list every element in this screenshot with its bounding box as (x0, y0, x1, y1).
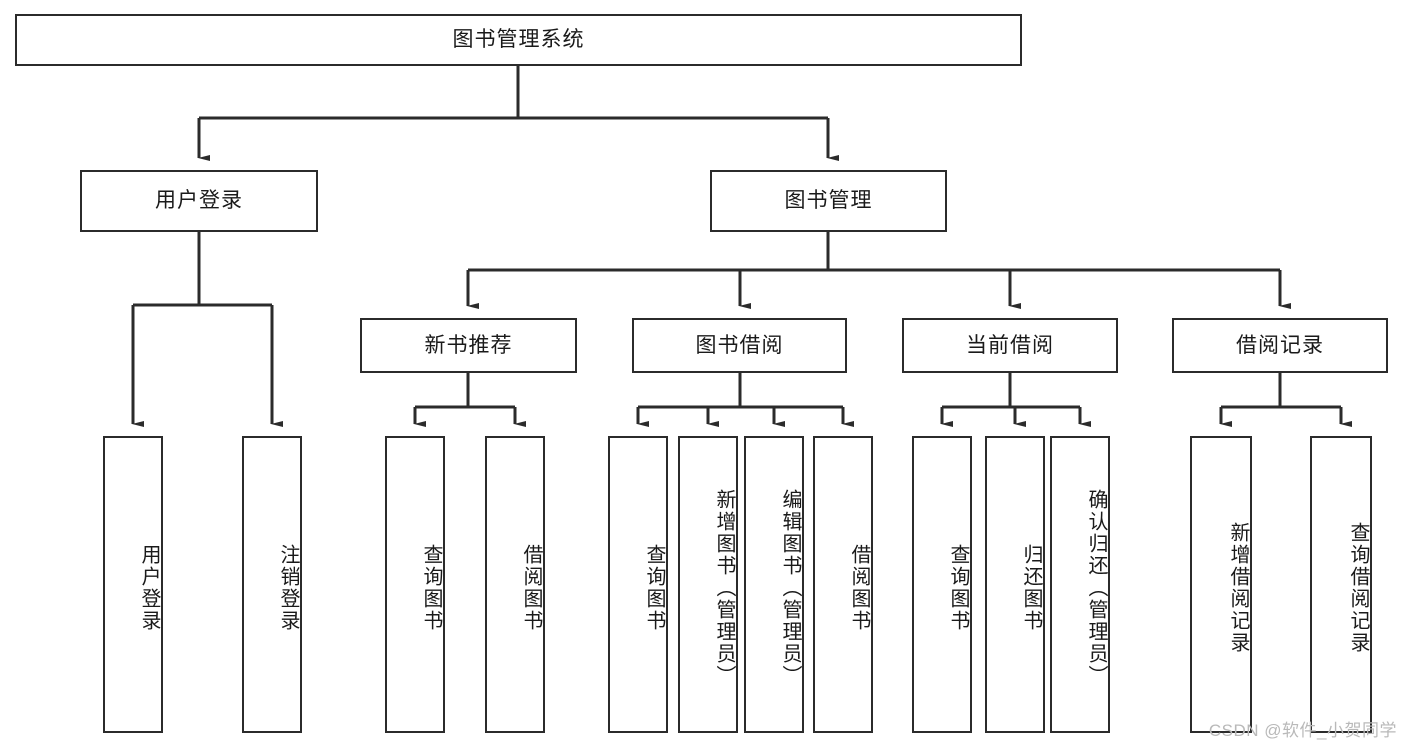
node-leaf-edit-book-label: 编辑图书（管理员） (779, 488, 801, 687)
node-leaf-return-book[interactable]: 归还图书 (985, 436, 1045, 733)
node-book-manage-label: 图书管理 (784, 189, 873, 213)
node-new-book-rec[interactable]: 新书推荐 (360, 318, 577, 373)
node-borrow-record-label: 借阅记录 (1236, 333, 1324, 357)
node-current-borrow-label: 当前借阅 (966, 333, 1054, 357)
node-leaf-query-record[interactable]: 查询借阅记录 (1310, 436, 1372, 733)
csdn-watermark: CSDN @软件_小贺同学 (1208, 721, 1397, 740)
node-leaf-query-book-2-label: 查询图书 (643, 543, 665, 632)
node-leaf-query-book-1[interactable]: 查询图书 (385, 436, 445, 733)
node-root[interactable]: 图书管理系统 (15, 14, 1022, 66)
node-leaf-user-login[interactable]: 用户登录 (103, 436, 163, 733)
node-leaf-query-book-2[interactable]: 查询图书 (608, 436, 668, 733)
node-leaf-user-logout-label: 注销登录 (277, 543, 299, 632)
node-leaf-borrow-book-2-label: 借阅图书 (848, 543, 870, 632)
node-current-borrow[interactable]: 当前借阅 (902, 318, 1118, 373)
node-leaf-confirm-return[interactable]: 确认归还（管理员） (1050, 436, 1110, 733)
node-leaf-add-book-label: 新增图书（管理员） (713, 488, 735, 687)
node-leaf-borrow-book-1[interactable]: 借阅图书 (485, 436, 545, 733)
node-leaf-query-book-3-label: 查询图书 (947, 543, 969, 632)
node-leaf-return-book-label: 归还图书 (1020, 543, 1042, 632)
node-root-label: 图书管理系统 (452, 28, 585, 52)
node-leaf-user-login-label: 用户登录 (138, 543, 160, 632)
node-leaf-edit-book[interactable]: 编辑图书（管理员） (744, 436, 804, 733)
node-book-borrow-label: 图书借阅 (695, 333, 784, 357)
node-leaf-query-book-1-label: 查询图书 (420, 543, 442, 632)
node-new-book-rec-label: 新书推荐 (424, 333, 513, 357)
node-leaf-confirm-return-label: 确认归还（管理员） (1085, 488, 1107, 687)
node-borrow-record[interactable]: 借阅记录 (1172, 318, 1388, 373)
node-leaf-add-record[interactable]: 新增借阅记录 (1190, 436, 1252, 733)
node-leaf-query-record-label: 查询借阅记录 (1347, 521, 1369, 654)
node-user-login[interactable]: 用户登录 (80, 170, 318, 232)
node-leaf-user-logout[interactable]: 注销登录 (242, 436, 302, 733)
node-book-borrow[interactable]: 图书借阅 (632, 318, 847, 373)
node-leaf-borrow-book-1-label: 借阅图书 (520, 543, 542, 632)
node-leaf-add-record-label: 新增借阅记录 (1227, 521, 1249, 654)
node-leaf-add-book[interactable]: 新增图书（管理员） (678, 436, 738, 733)
node-user-login-label: 用户登录 (155, 189, 243, 213)
node-book-manage[interactable]: 图书管理 (710, 170, 947, 232)
node-leaf-query-book-3[interactable]: 查询图书 (912, 436, 972, 733)
node-leaf-borrow-book-2[interactable]: 借阅图书 (813, 436, 873, 733)
